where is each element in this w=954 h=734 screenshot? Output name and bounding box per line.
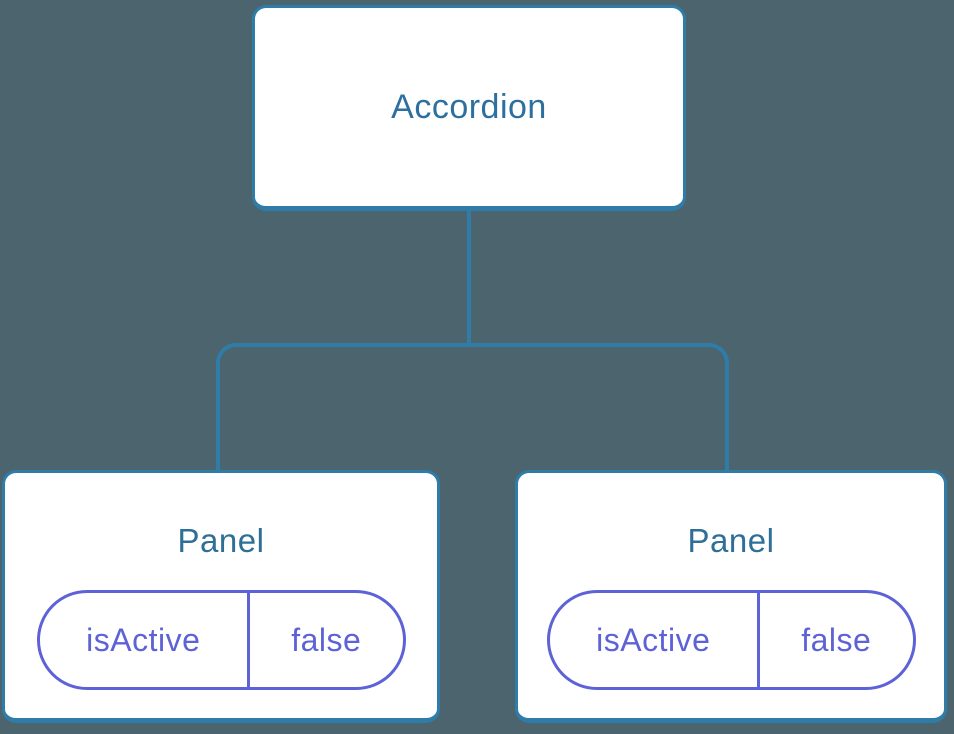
state-pill: isActive false xyxy=(546,590,916,690)
state-value-cell: false xyxy=(250,593,402,687)
state-key-cell: isActive xyxy=(550,593,761,687)
state-key-cell: isActive xyxy=(40,593,251,687)
panel-node-label: Panel xyxy=(177,522,265,559)
accordion-node: Accordion xyxy=(252,5,686,211)
panel-node-left: Panel isActive false xyxy=(2,470,440,723)
state-pill: isActive false xyxy=(36,590,406,690)
state-value-label: false xyxy=(801,621,872,658)
state-value-cell: false xyxy=(760,593,912,687)
connector-stem xyxy=(467,209,471,345)
state-key-label: isActive xyxy=(86,621,201,658)
accordion-node-label: Accordion xyxy=(391,87,547,126)
state-key-label: isActive xyxy=(596,621,711,658)
connector-branch xyxy=(216,343,729,470)
state-value-label: false xyxy=(291,621,362,658)
panel-node-right: Panel isActive false xyxy=(515,470,947,723)
panel-node-label: Panel xyxy=(687,522,775,559)
